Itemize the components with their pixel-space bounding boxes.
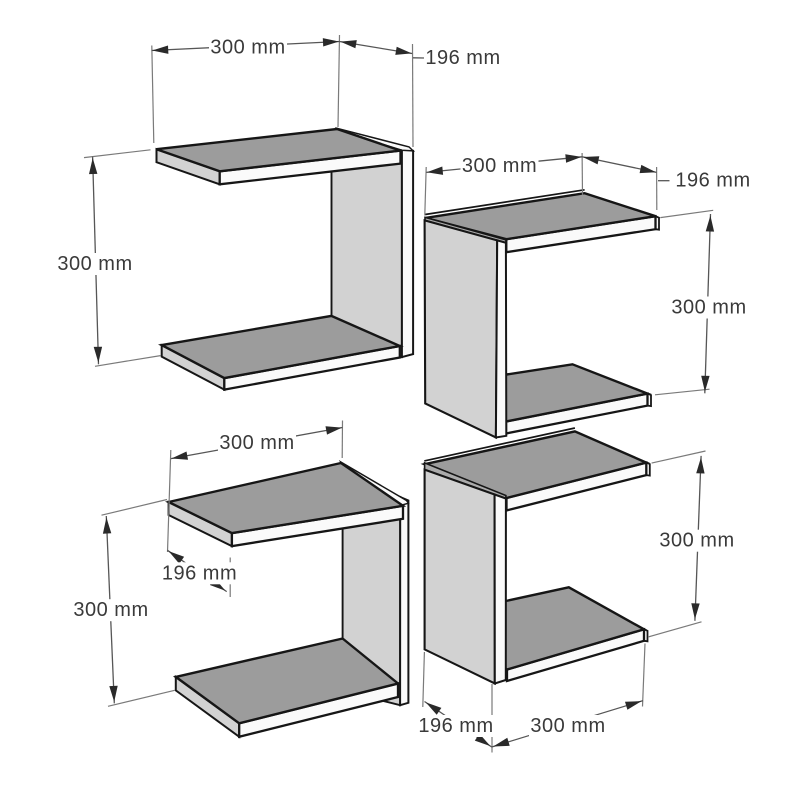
svg-text:300 mm: 300 mm xyxy=(57,253,132,275)
svg-text:300 mm: 300 mm xyxy=(219,432,294,454)
svg-text:196 mm: 196 mm xyxy=(675,170,750,192)
svg-text:300 mm: 300 mm xyxy=(530,715,605,737)
svg-text:300 mm: 300 mm xyxy=(210,37,285,59)
svg-text:300 mm: 300 mm xyxy=(671,297,746,319)
svg-text:196 mm: 196 mm xyxy=(418,715,493,737)
svg-text:300 mm: 300 mm xyxy=(659,530,734,552)
svg-text:300 mm: 300 mm xyxy=(462,155,537,177)
svg-text:196 mm: 196 mm xyxy=(162,562,237,584)
svg-text:300 mm: 300 mm xyxy=(73,599,148,621)
svg-text:196 mm: 196 mm xyxy=(425,47,500,69)
